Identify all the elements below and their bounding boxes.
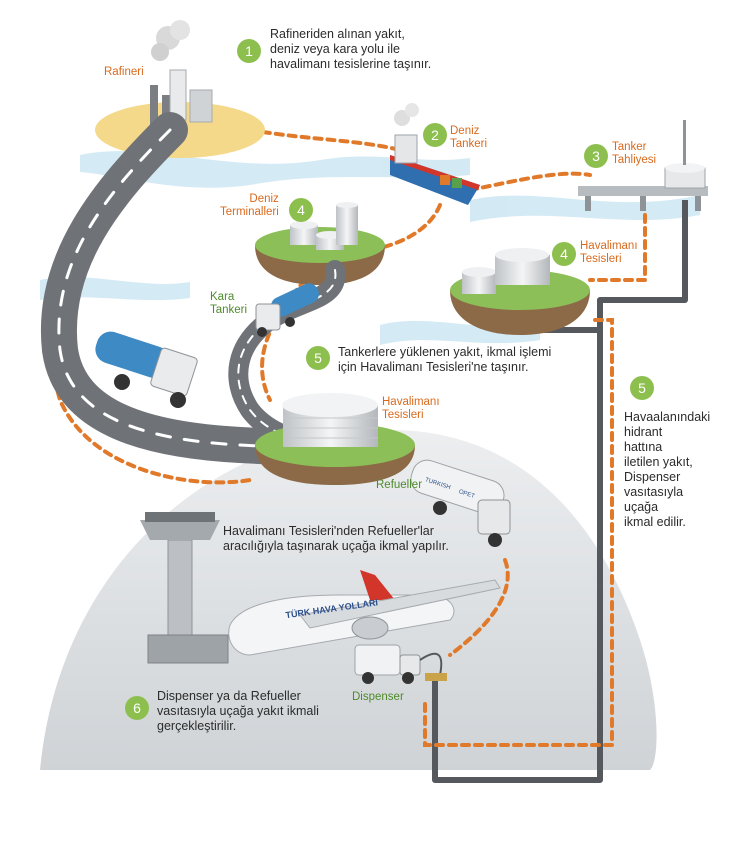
step-text-5-tankers: Tankerlere yüklenen yakıt, ikmal işlemi …	[338, 345, 552, 374]
tanker-unloading-pier	[578, 120, 708, 211]
airplane: TÜRK HAVA YOLLARI	[228, 570, 501, 656]
step-badge-2: 2	[423, 123, 447, 147]
airport-facility-island-right	[450, 248, 590, 335]
flow-lines	[50, 128, 647, 747]
refueller-livery-text-2: OPET	[458, 489, 476, 500]
label-kara-tankeri: Kara Tankeri	[210, 291, 248, 316]
label-dispenser: Dispenser	[352, 691, 404, 703]
airport-facility-island-center	[255, 393, 415, 485]
label-refueller: Refueller	[376, 479, 423, 491]
step-badge-5-tankers: 5	[306, 346, 330, 370]
label-havalimani-tesisleri-center: Havalimanı Tesisleri	[382, 396, 440, 421]
label-havalimani-tesisleri-right: Havalimanı Tesisleri	[580, 240, 638, 265]
step-badge-5-hydrant: 5	[630, 376, 654, 400]
land-tanker-truck-small	[255, 283, 319, 337]
label-rafineri: Rafineri	[104, 66, 144, 78]
dispenser-truck	[354, 644, 447, 684]
step-badge-1: 1	[237, 39, 261, 63]
step-badge-6: 6	[125, 696, 149, 720]
step-text-1: Rafineriden alınan yakıt, deniz veya kar…	[270, 27, 432, 71]
step-badge-3: 3	[584, 144, 608, 168]
step-text-refueller: Havalimanı Tesisleri'nden Refueller'lar …	[223, 524, 449, 553]
step-badge-4-facilities: 4	[552, 242, 576, 266]
control-tower	[140, 512, 229, 664]
land-tanker-truck-large	[95, 331, 198, 408]
step-text-6: Dispenser ya da Refueller vasıtasıyla uç…	[157, 689, 319, 733]
label-deniz-tankeri: Deniz Tankeri	[450, 125, 488, 150]
label-deniz-terminalleri: Deniz Terminalleri	[220, 193, 279, 218]
water-waves	[40, 151, 700, 345]
label-tanker-tahliyesi: Tanker Tahliyesi	[612, 141, 657, 166]
step-badge-4-terminals: 4	[289, 198, 313, 222]
marine-terminal-island	[255, 202, 385, 285]
sea-tanker-ship	[390, 103, 480, 205]
step-text-5-hydrant: Havaalanındaki hidrant hattına iletilen …	[624, 410, 711, 529]
refueller-truck: TURKISH OPET	[410, 459, 511, 547]
